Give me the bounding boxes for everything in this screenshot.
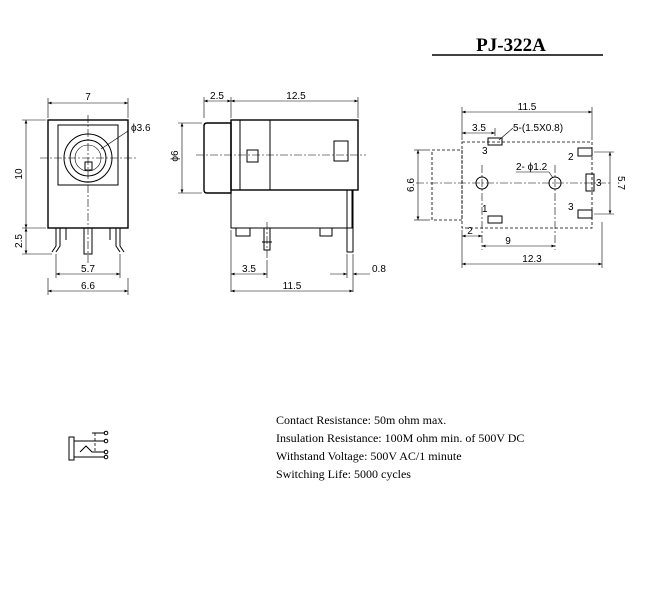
spec-contact-resistance: Contact Resistance: 50m ohm max.	[276, 413, 447, 427]
pcb-pad-label-3: 3	[596, 178, 602, 189]
spec-withstand-voltage: Withstand Voltage: 500V AC/1 minute	[276, 449, 462, 463]
schematic-sleeve	[68, 436, 75, 461]
pcb-pad-bottom	[487, 215, 503, 224]
dim-pcb-total: 12.3	[522, 254, 542, 265]
dim-front-width-bottom: 6.6	[81, 281, 95, 292]
spec-switching-life: Switching Life: 5000 cycles	[276, 467, 411, 481]
spec-insulation-resistance: Insulation Resistance: 100M ohm min. of …	[276, 431, 525, 445]
schematic-symbol	[68, 430, 109, 461]
side-base	[230, 190, 353, 229]
dim-pcb-pad-offset: 3.5	[472, 123, 486, 134]
title-block: PJ-322A	[432, 35, 603, 56]
pcb-pad-note: 5-(1.5X0.8)	[513, 123, 563, 134]
front-leg-right	[119, 228, 125, 253]
dim-pcb-hole-offset: 2	[467, 226, 473, 237]
schematic-terminal-4	[103, 454, 109, 460]
dim-pcb-pad-span: 5.7	[615, 176, 626, 190]
front-leg-left-inner	[55, 228, 61, 253]
dim-front-pin-span: 5.7	[81, 264, 95, 275]
leader-front-hole	[100, 130, 129, 150]
side-latch	[333, 140, 349, 162]
front-leg-right-inner	[115, 228, 121, 253]
leader-pcb-hole	[548, 171, 554, 179]
part-number-title: PJ-322A	[476, 35, 546, 56]
pcb-pad-label-2: 2	[568, 152, 574, 163]
dim-side-nose: 2.5	[210, 91, 224, 102]
pcb-pad-label-1: 3	[482, 146, 488, 157]
dim-front-height: 10	[14, 168, 25, 180]
schematic-terminal-1	[103, 430, 109, 436]
side-nose	[203, 122, 232, 194]
dim-side-body: 12.5	[286, 91, 306, 102]
schematic-terminal-3	[103, 449, 109, 455]
side-pin-rear-tab	[319, 227, 333, 237]
dim-front-width-top: 7	[85, 92, 91, 103]
pcb-hole-note: 2- ϕ1.2	[516, 162, 548, 173]
pcb-hole-1	[475, 176, 489, 190]
dim-front-hole: ϕ3.6	[131, 123, 151, 134]
leader-pcb-pad	[498, 127, 514, 141]
side-window	[246, 149, 259, 163]
side-view: 2.5 12.5 ϕ6 3.5 0.8 11.5	[170, 91, 386, 293]
dim-side-pin-thickness: 0.8	[372, 264, 386, 275]
side-pin-front	[235, 227, 251, 237]
pcb-pad-top	[487, 137, 503, 146]
pcb-nose-outline	[431, 149, 463, 221]
front-view: 7 ϕ3.6 10 2.5 5.7 6.6	[14, 92, 151, 295]
dim-front-pin: 2.5	[14, 234, 25, 248]
schematic-terminal-2	[103, 438, 109, 444]
pcb-pad-label-5: 3	[568, 202, 574, 213]
pcb-body-outline	[461, 141, 593, 229]
dim-pcb-height: 6.6	[406, 178, 417, 192]
pcb-pad-lower-right	[577, 209, 593, 219]
pcb-hole-2	[548, 176, 562, 190]
schematic-tip-contact	[79, 445, 105, 453]
pcb-pad-right	[585, 173, 595, 192]
dim-side-diameter: ϕ6	[170, 150, 181, 162]
dim-side-total: 11.5	[283, 281, 302, 292]
dim-pcb-hole-span: 9	[505, 236, 511, 247]
pcb-pad-label-4: 1	[482, 204, 488, 215]
pcb-pad-upper-right	[577, 147, 593, 157]
pcb-view: 3 2 3 1 3 11.5 3.5 5-(1.5X0.8) 2- ϕ1.2 6…	[406, 102, 626, 268]
dim-pcb-width: 11.5	[518, 102, 537, 113]
dim-side-pin-offset: 3.5	[242, 264, 256, 275]
front-center-pin	[83, 227, 93, 255]
front-jack-contact	[84, 161, 93, 171]
side-pin-rear	[346, 189, 354, 253]
front-leg-left	[51, 228, 57, 253]
